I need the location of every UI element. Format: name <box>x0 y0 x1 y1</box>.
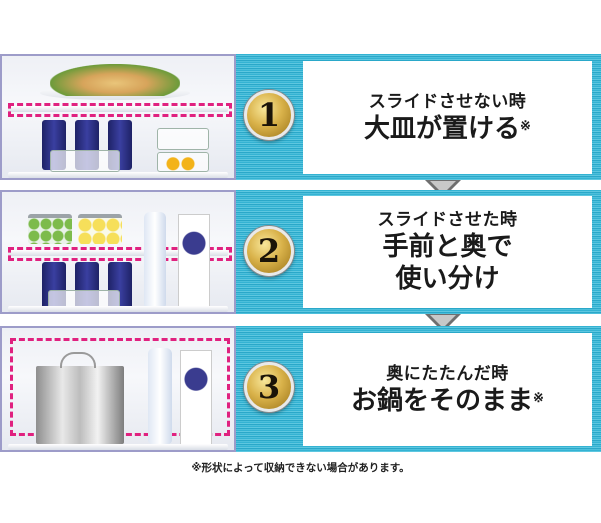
bottom-shelf <box>8 444 228 450</box>
panel-1-subtitle: スライドさせない時 <box>368 91 527 112</box>
food-container <box>157 128 209 150</box>
panel-3-headline: お鍋をそのまま※ <box>351 385 544 416</box>
panel-2: 2 スライドさせた時 手前と奥で 使い分け <box>0 190 601 314</box>
shelf-highlight <box>8 247 232 261</box>
panel-2-caption-box: スライドさせた時 手前と奥で 使い分け <box>303 196 592 308</box>
panel-2-headline-line2: 使い分け <box>395 264 500 294</box>
panel-3: 3 奥にたたんだ時 お鍋をそのまま※ <box>0 326 601 452</box>
slide-shelf <box>8 106 228 112</box>
panel-1-caption-box: スライドさせない時 大皿が置ける※ <box>303 61 592 174</box>
panel-2-headline-line1: 手前と奥で <box>382 232 513 262</box>
water-bottle <box>144 212 166 308</box>
milk-carton <box>180 350 212 446</box>
cucumber-jar <box>28 214 72 244</box>
panel-1-fridge-photo <box>0 54 236 180</box>
milk-carton <box>178 214 210 310</box>
bottom-shelf <box>8 172 228 178</box>
step-2-badge: 2 <box>244 226 294 276</box>
lemon-jar <box>78 214 122 244</box>
step-3-badge: 3 <box>244 362 294 412</box>
stock-pot <box>36 366 124 444</box>
panel-3-subtitle: 奥にたたんだ時 <box>386 363 509 384</box>
panel-3-caption-box: 奥にたたんだ時 お鍋をそのまま※ <box>303 333 592 446</box>
water-bottle <box>148 348 172 444</box>
step-number: 1 <box>257 96 281 134</box>
pot-handle <box>60 352 96 368</box>
footnote: ※形状によって収納できない場合があります。 <box>191 462 410 474</box>
panel-2-fridge-photo <box>0 190 236 314</box>
fruit-container <box>157 152 209 172</box>
plate-food <box>50 64 180 96</box>
panel-2-subtitle: スライドさせた時 <box>377 210 518 230</box>
shelf-highlight <box>8 103 232 117</box>
note-mark: ※ <box>533 390 544 406</box>
step-1-badge: 1 <box>244 90 294 140</box>
note-mark: ※ <box>520 118 531 134</box>
slide-shelf <box>8 250 228 256</box>
panel-1: 1 スライドさせない時 大皿が置ける※ <box>0 54 601 180</box>
panel-3-fridge-photo <box>0 326 236 452</box>
step-number: 2 <box>257 232 281 270</box>
bottom-shelf <box>8 306 228 312</box>
panel-1-headline: 大皿が置ける※ <box>364 113 531 144</box>
food-container <box>50 150 120 172</box>
step-number: 3 <box>257 368 281 406</box>
